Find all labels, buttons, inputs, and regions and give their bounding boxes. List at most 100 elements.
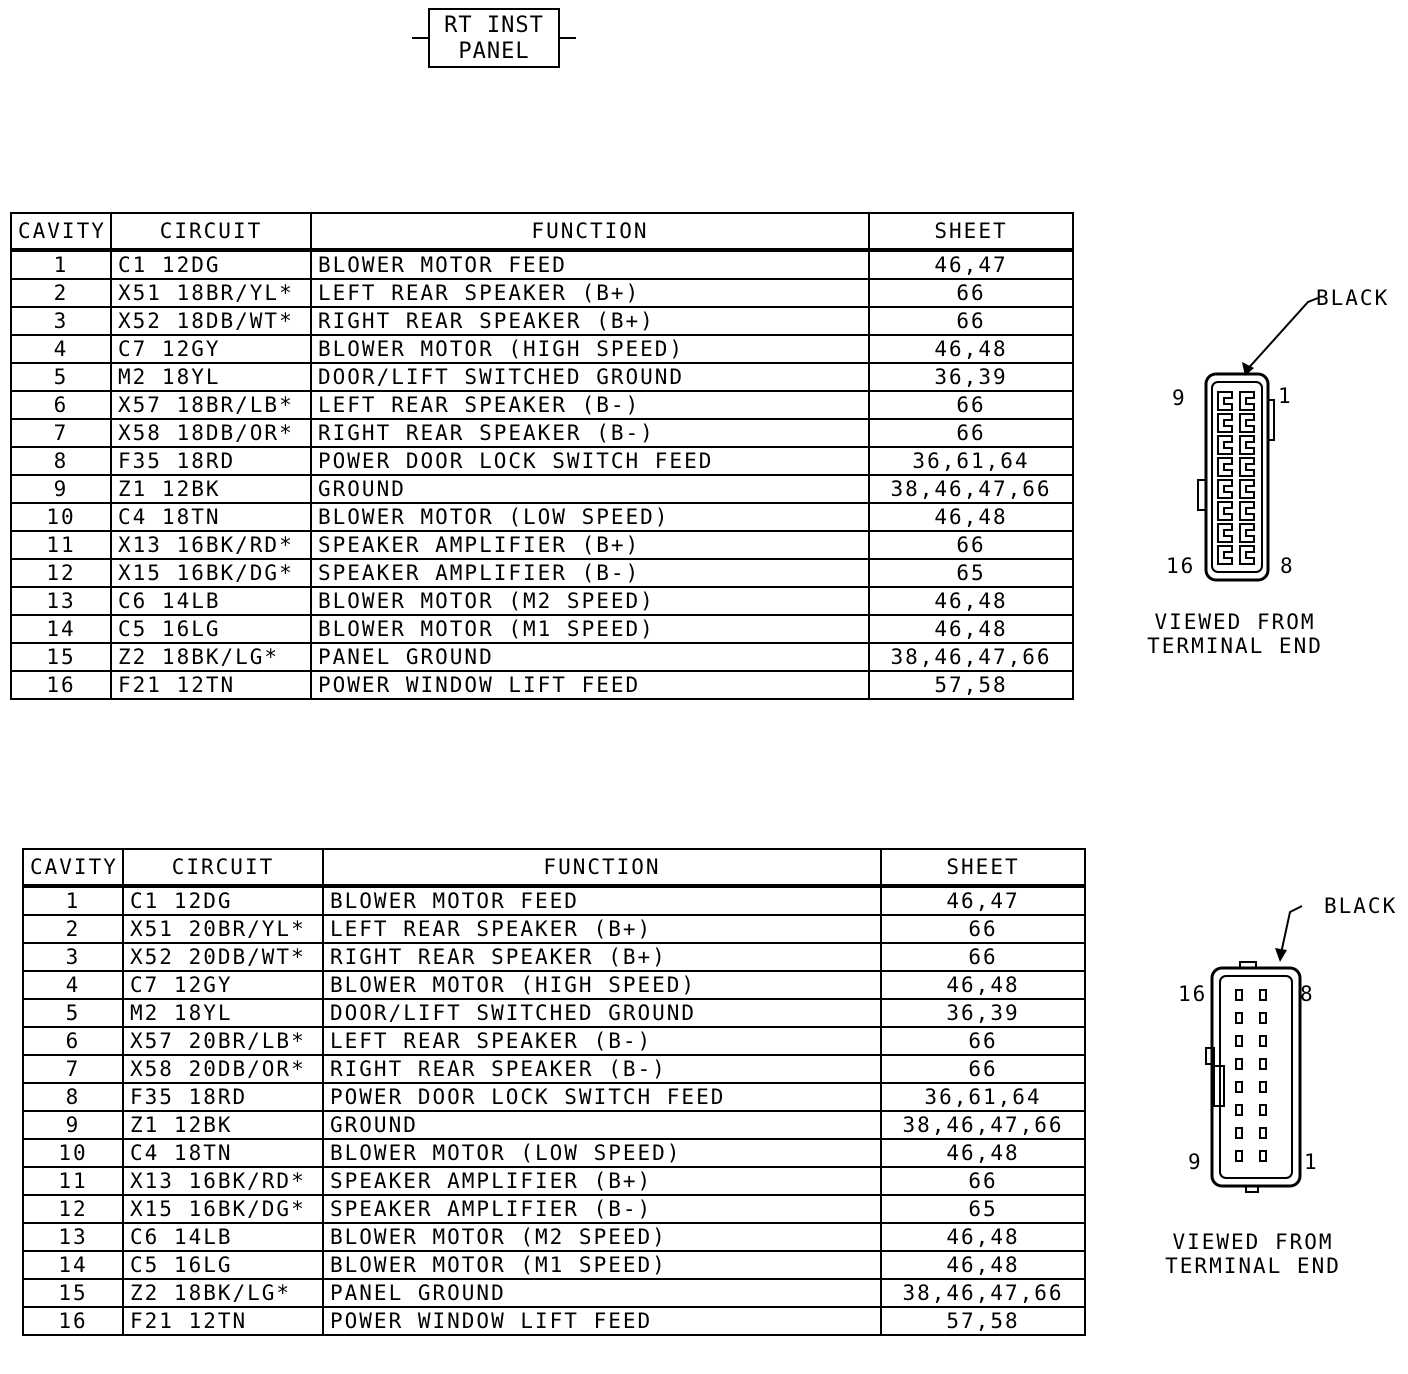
circuit-cell: X51 20BR/YL* xyxy=(122,914,324,944)
connector-1-pin-label-top-left: 9 xyxy=(1172,386,1187,410)
connector-1-color-label: BLACK xyxy=(1316,286,1390,310)
sheet-cell: 66 xyxy=(868,418,1074,448)
circuit-cell: C4 18TN xyxy=(110,502,312,532)
connector-2-cavities xyxy=(1235,989,1267,1162)
cavity-cell: 8 xyxy=(22,1082,124,1112)
sheet-cell: 66 xyxy=(880,1166,1086,1196)
circuit-cell: C1 12DG xyxy=(122,885,324,916)
cavity-terminal-icon xyxy=(1217,391,1233,411)
function-cell: LEFT REAR SPEAKER (B-) xyxy=(310,390,870,420)
function-cell: BLOWER MOTOR (M2 SPEED) xyxy=(310,586,870,616)
connector-2-pin-label-bottom-right: 1 xyxy=(1304,1150,1319,1174)
cavity-terminal-icon xyxy=(1235,989,1243,1001)
function-cell: PANEL GROUND xyxy=(322,1278,882,1308)
sheet-cell: 66 xyxy=(868,278,1074,308)
function-cell: BLOWER MOTOR (HIGH SPEED) xyxy=(310,334,870,364)
sheet-cell: 46,48 xyxy=(868,502,1074,532)
circuit-cell: X13 16BK/RD* xyxy=(122,1166,324,1196)
function-cell: GROUND xyxy=(322,1110,882,1140)
circuit-cell: X58 20DB/OR* xyxy=(122,1054,324,1084)
cavity-terminal-icon xyxy=(1259,1058,1267,1070)
cavity-cell: 6 xyxy=(10,390,112,420)
column-header-cavity: CAVITY xyxy=(10,212,112,252)
connector-2-view-note-line1: VIEWED FROM xyxy=(1172,1230,1334,1254)
function-cell: RIGHT REAR SPEAKER (B-) xyxy=(322,1054,882,1084)
circuit-cell: Z1 12BK xyxy=(122,1110,324,1140)
cavity-cell: 12 xyxy=(10,558,112,588)
circuit-cell: C1 12DG xyxy=(110,249,312,280)
cavity-cell: 8 xyxy=(10,446,112,476)
circuit-cell: X58 18DB/OR* xyxy=(110,418,312,448)
function-cell: BLOWER MOTOR (LOW SPEED) xyxy=(322,1138,882,1168)
circuit-cell: X57 18BR/LB* xyxy=(110,390,312,420)
circuit-cell: X15 16BK/DG* xyxy=(110,558,312,588)
cavity-terminal-icon xyxy=(1217,435,1233,455)
cavity-cell: 9 xyxy=(22,1110,124,1140)
sheet-cell: 46,47 xyxy=(868,249,1074,280)
function-cell: POWER WINDOW LIFT FEED xyxy=(322,1306,882,1336)
circuit-cell: C5 16LG xyxy=(122,1250,324,1280)
cavity-cell: 10 xyxy=(22,1138,124,1168)
cavity-terminal-icon xyxy=(1259,1127,1267,1139)
cavity-terminal-icon xyxy=(1259,1081,1267,1093)
sheet-cell: 57,58 xyxy=(868,670,1074,700)
cavity-terminal-icon xyxy=(1217,501,1233,521)
function-cell: POWER WINDOW LIFT FEED xyxy=(310,670,870,700)
circuit-cell: C7 12GY xyxy=(110,334,312,364)
cavity-terminal-icon xyxy=(1217,457,1233,477)
function-cell: BLOWER MOTOR (HIGH SPEED) xyxy=(322,970,882,1000)
cavity-terminal-icon xyxy=(1235,1012,1243,1024)
cavity-terminal-icon xyxy=(1235,1035,1243,1047)
circuit-cell: C4 18TN xyxy=(122,1138,324,1168)
table-header-row: CAVITY CIRCUIT FUNCTION SHEET xyxy=(22,848,1086,888)
cavity-terminal-icon xyxy=(1239,545,1255,565)
sheet-cell: 66 xyxy=(880,942,1086,972)
column-header-sheet: SHEET xyxy=(868,212,1074,252)
column-header-cavity: CAVITY xyxy=(22,848,124,888)
connector-title-line1: RT INST xyxy=(444,13,544,38)
function-cell: LEFT REAR SPEAKER (B+) xyxy=(322,914,882,944)
cavity-terminal-icon xyxy=(1217,545,1233,565)
cavity-terminal-icon xyxy=(1235,1058,1243,1070)
sheet-cell: 66 xyxy=(868,390,1074,420)
sheet-cell: 66 xyxy=(880,1054,1086,1084)
cavity-terminal-icon xyxy=(1239,435,1255,455)
circuit-cell: X13 16BK/RD* xyxy=(110,530,312,560)
connector-2-color-label: BLACK xyxy=(1324,894,1398,918)
cavity-terminal-icon xyxy=(1217,413,1233,433)
connector-title-line2: PANEL xyxy=(458,39,530,64)
circuit-cell: X52 20DB/WT* xyxy=(122,942,324,972)
function-cell: DOOR/LIFT SWITCHED GROUND xyxy=(322,998,882,1028)
cavity-cell: 2 xyxy=(22,914,124,944)
column-header-circuit: CIRCUIT xyxy=(122,848,324,888)
function-cell: BLOWER MOTOR (M1 SPEED) xyxy=(310,614,870,644)
circuit-cell: X15 16BK/DG* xyxy=(122,1194,324,1224)
cavity-cell: 3 xyxy=(10,306,112,336)
cavity-terminal-icon xyxy=(1239,479,1255,499)
cavity-cell: 3 xyxy=(22,942,124,972)
sheet-cell: 66 xyxy=(880,1026,1086,1056)
connector-1-pin-label-bottom-left: 16 xyxy=(1166,554,1196,578)
function-cell: GROUND xyxy=(310,474,870,504)
circuit-cell: M2 18YL xyxy=(110,362,312,392)
function-cell: BLOWER MOTOR (M1 SPEED) xyxy=(322,1250,882,1280)
circuit-cell: C7 12GY xyxy=(122,970,324,1000)
sheet-cell: 36,39 xyxy=(880,998,1086,1028)
cavity-terminal-icon xyxy=(1239,501,1255,521)
connector-2-pin-label-bottom-left: 9 xyxy=(1188,1150,1203,1174)
